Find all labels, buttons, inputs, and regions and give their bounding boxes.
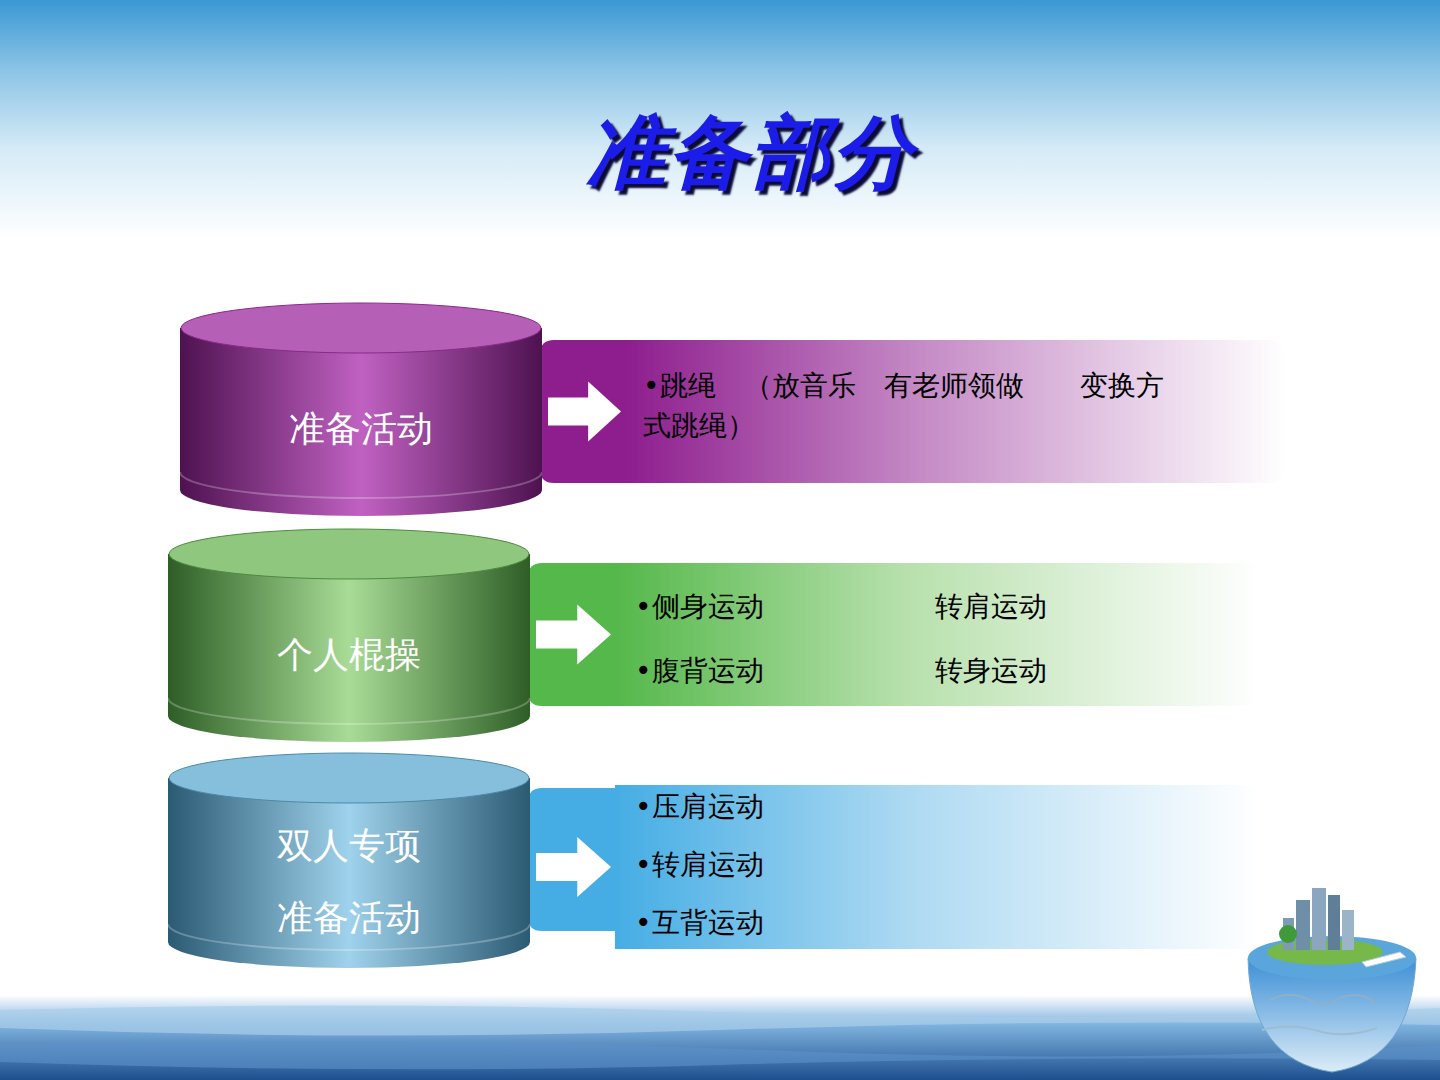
- cylinder-label: 个人棍操: [277, 619, 421, 691]
- bullet-text: 转肩运动: [935, 587, 1240, 633]
- wave: [0, 1041, 1440, 1069]
- bullet-text: •腹背运动: [635, 651, 935, 697]
- bullet-text: •侧身运动: [635, 587, 935, 633]
- bullet-text: 转身运动: [935, 651, 1240, 697]
- cylinder-shine: [180, 472, 542, 498]
- band-bar-start: [528, 788, 620, 931]
- bullet-text: •互背运动: [635, 903, 1240, 943]
- cylinder-top: [181, 303, 541, 353]
- wave: [0, 1005, 1440, 1035]
- bullet-text: •压肩运动: [635, 787, 1240, 827]
- gradient-band: •侧身运动转肩运动•腹背运动转身运动: [615, 563, 1260, 706]
- bullet-text: •跳绳 （放音乐 有老师领做 变换方式跳绳）: [643, 366, 1175, 446]
- cylinder-node: 准备活动: [180, 302, 542, 516]
- cylinder-top: [169, 753, 529, 803]
- cylinder-label: 双人专项 准备活动: [264, 810, 434, 954]
- cylinder-body: [180, 328, 542, 516]
- block-arrow: [548, 382, 621, 442]
- cylinder-body: [168, 778, 530, 968]
- cylinder-body: [168, 554, 530, 742]
- band-bar-start: [528, 563, 620, 706]
- gradient-band: •跳绳 （放音乐 有老师领做 变换方式跳绳）: [625, 340, 1285, 483]
- block-arrow: [536, 837, 611, 897]
- bullet-text: •转肩运动: [635, 845, 1240, 885]
- sea-band: [0, 995, 1440, 1080]
- cylinder-node: 个人棍操: [168, 528, 530, 742]
- cylinder-top: [169, 529, 529, 579]
- cylinder-shine: [168, 698, 530, 724]
- gradient-band: •压肩运动 •转肩运动 •互背运动: [615, 785, 1260, 949]
- block-arrow: [536, 605, 611, 665]
- cylinder-label: 准备活动: [289, 393, 433, 465]
- band-bar-start: [540, 340, 630, 483]
- slide-title: 准备部分: [0, 100, 1440, 208]
- globe-illustration: [1248, 888, 1416, 1072]
- cylinder-node: 双人专项 准备活动: [168, 752, 530, 968]
